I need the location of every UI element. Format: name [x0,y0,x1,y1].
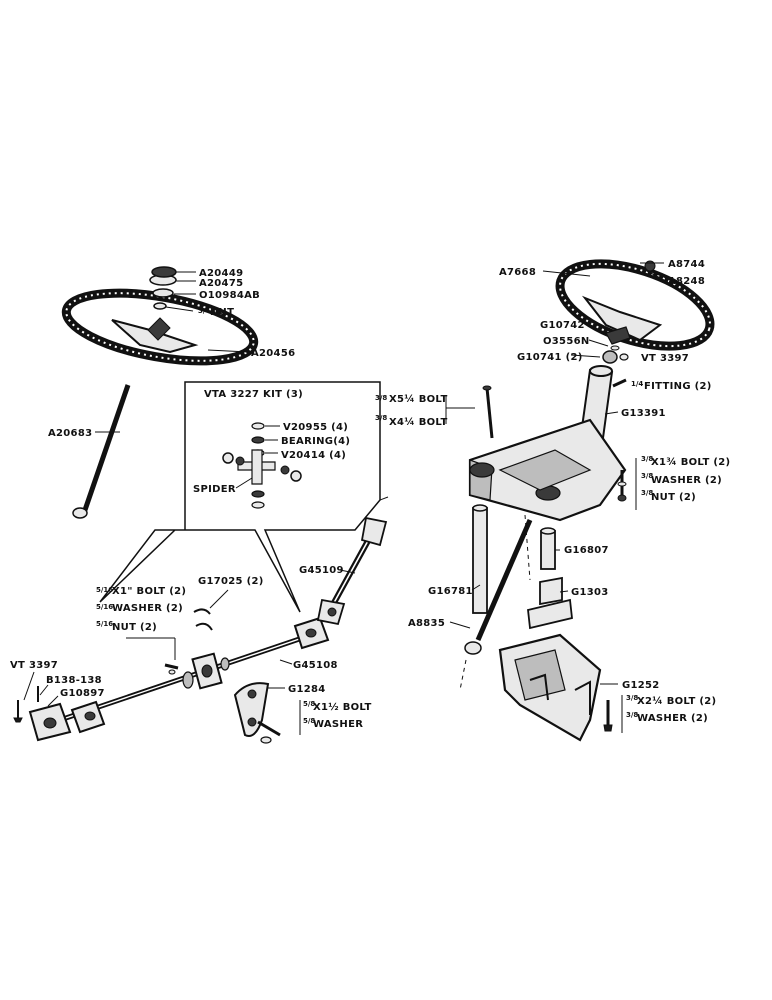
base-g1252 [498,633,602,742]
label-g16781: G16781 [428,586,473,597]
label-a8835: A8835 [408,618,445,629]
left-steering-wheel [61,266,259,366]
small-hardware-left [164,663,179,675]
clamp-g17025 [193,608,213,631]
label-hw-bottom-bolt: X2¼ BOLT (2) [637,695,716,707]
label-hw-bolt-fraction: 5/16 [96,586,113,594]
column-housing-g13391 [468,365,627,522]
bracket-g1303 [527,576,573,630]
tube-g16781 [472,504,488,614]
label-hw-top-bolt-fraction: 3/8 [641,455,653,463]
label-short-bolt-fraction: 3/8 [375,414,387,422]
label-hw-washer: WASHER (2) [112,603,183,614]
label-hw-top-nut-fraction: 3/8 [641,489,653,497]
label-vt3397-right: VT 3397 [641,353,689,364]
label-o3556n: O3556N [543,336,590,347]
right-side-hardware [617,470,627,502]
label-a20475: A20475 [199,278,243,289]
right-labels: A8744 A7668 A8248 G10742 O3556N G10741 (… [375,259,730,724]
lower-steering-shaft [28,616,330,742]
label-a20449: A20449 [199,268,243,279]
label-g45108: G45108 [293,660,338,671]
long-bolts [482,385,494,439]
shaft-a8835 [464,519,533,655]
upper-u-joint-g45109 [316,516,388,626]
label-g1252: G1252 [622,680,660,691]
label-g17025: G17025 (2) [198,576,264,587]
label-hw-top-washer: WASHER (2) [651,475,722,486]
label-g10741: G10741 (2) [517,352,583,363]
label-bottom-washer-fraction: 5/8 [303,717,315,725]
label-hw-top-bolt: X1¾ BOLT (2) [651,457,730,468]
label-bottom-bolt-fraction: 5/8 [303,700,315,708]
label-g45109: G45109 [299,565,344,576]
label-g16807: G16807 [564,545,609,556]
right-column-parts [602,326,631,388]
label-o10984ab: O10984AB [199,290,260,301]
label-a8744: A8744 [668,259,705,270]
label-g10742: G10742 [540,320,585,331]
label-g1303: G1303 [571,587,609,598]
kit-callout-box [99,381,389,613]
left-labels: A20449 A20475 O10984AB 3/4 NUT A20456 A2… [10,268,372,730]
label-a8248: A8248 [668,276,705,287]
label-hw-top-nut: NUT (2) [651,492,696,503]
label-b138: B138-138 [46,675,102,686]
label-bearing: BEARING(4) [281,436,350,447]
fitting-left [13,686,39,723]
label-vt3397-left: VT 3397 [10,660,58,671]
label-short-bolt: X4¼ BOLT [389,416,448,428]
bolt-bottom-left [257,720,281,744]
label-hw-bolt: X1" BOLT (2) [112,586,186,597]
label-v20414: V20414 (4) [281,450,346,461]
label-a20456: A20456 [251,348,295,359]
label-a20683: A20683 [48,428,92,439]
label-long-bolt: X5¼ BOLT [389,393,448,405]
label-fitting-fraction: 1/4 [631,380,643,388]
label-hw-nut-fraction: 5/16 [96,620,113,628]
label-hw-bottom-washer: WASHER (2) [637,713,708,724]
label-nut-fraction: 3/4 [198,307,210,315]
label-g1284: G1284 [288,684,326,695]
label-g10897: G10897 [60,688,105,699]
label-long-bolt-fraction: 3/8 [375,394,387,402]
label-bottom-washer: WASHER [313,719,363,730]
label-kit-title: VTA 3227 KIT (3) [204,389,303,400]
bottom-bolts-right [603,700,613,732]
label-spider: SPIDER [193,484,236,495]
label-v20955: V20955 (4) [283,422,348,433]
spider-kit-parts [222,422,302,509]
center-lines [459,514,531,691]
left-shaft-a20683 [72,384,131,519]
label-hw-top-washer-fraction: 3/8 [641,472,653,480]
label-hw-bottom-bolt-fraction: 3/8 [626,694,638,702]
label-hw-bottom-washer-fraction: 3/8 [626,711,638,719]
label-bottom-bolt: X1½ BOLT [313,702,372,713]
label-nut: NUT [210,307,234,318]
label-hw-nut: NUT (2) [112,622,157,633]
arm-g1284 [233,682,270,737]
label-g13391: G13391 [621,408,666,419]
tube-g16807 [540,527,556,570]
label-a7668: A7668 [499,267,536,278]
label-fitting: FITTING (2) [644,381,712,392]
label-hw-washer-fraction: 5/16 [96,603,113,611]
leader-lines [23,262,665,735]
